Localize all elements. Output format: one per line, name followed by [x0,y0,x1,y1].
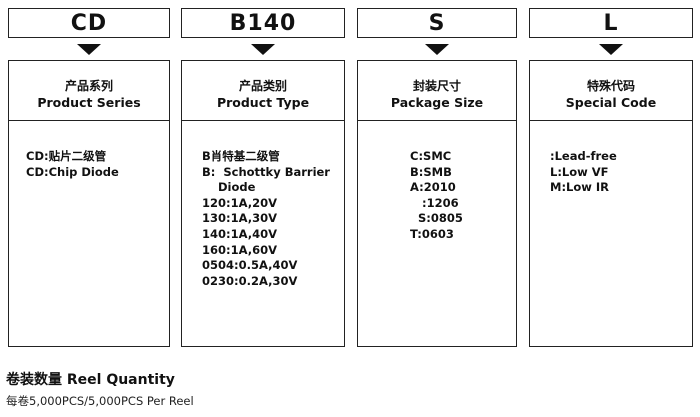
list-item: T:0603 [410,226,454,241]
list-item: C:SMC [410,149,452,163]
down-arrow-icon [425,44,449,55]
panel-title-cn: 产品类别 [238,79,287,93]
code-box: B140 [181,8,345,38]
panel-list: :Lead-free L:Low VF M:Low IR [550,149,617,196]
list-item: CD:贴片二级管 [26,149,107,163]
reel-quantity-title: 卷装数量 Reel Quantity [6,372,175,388]
spec-panel: 封装尺寸 Package Size C:SMC B:SMB A:2010 :12… [357,60,517,347]
panel-title-en: Product Series [37,95,141,110]
down-arrow-icon [599,44,623,55]
list-item: 140:1A,40V [202,226,277,241]
list-item: 120:1A,20V [202,195,277,210]
panel-title-en: Special Code [565,95,657,110]
spec-panel: 特殊代码 Special Code :Lead-free L:Low VF M:… [529,60,693,347]
list-item: B:SMB [410,164,452,179]
code-box: L [529,8,693,38]
panel-title-cn: 产品系列 [64,79,113,93]
list-item: 0230:0.2A,30V [202,273,298,288]
list-item: S:0805 [410,211,463,226]
panel-title-cn: 特殊代码 [586,79,635,93]
list-item: M:Low IR [550,180,610,195]
list-item: :Lead-free [550,149,617,163]
list-item: A:2010 [410,180,456,195]
down-arrow-icon [251,44,275,55]
panel-header: 产品类别 Product Type [182,61,344,121]
panel-title-cn: 封装尺寸 [412,79,461,93]
spec-panel: 产品系列 Product Series CD:贴片二级管 CD:Chip Dio… [8,60,170,347]
code-box: CD [8,8,170,38]
panel-list: CD:贴片二级管 CD:Chip Diode [26,149,119,180]
spec-panel: 产品类别 Product Type B肖特基二级管 B: Schottky Ba… [181,60,345,347]
list-item: :1206 [410,195,459,210]
list-item: CD:Chip Diode [26,164,119,179]
panel-list: B肖特基二级管 B: Schottky Barrier Diode 120:1A… [202,149,330,289]
panel-header: 封装尺寸 Package Size [358,61,516,121]
panel-list: C:SMC B:SMB A:2010 :1206 S:0805 T:0603 [410,149,463,243]
panel-header: 产品系列 Product Series [9,61,169,121]
list-item: 130:1A,30V [202,211,277,226]
list-item: 160:1A,60V [202,242,277,257]
panel-header: 特殊代码 Special Code [530,61,692,121]
panel-title-en: Package Size [390,95,484,110]
list-item: B肖特基二级管 [202,149,280,163]
panel-title-en: Product Type [216,95,310,110]
down-arrow-icon [77,44,101,55]
list-item: L:Low VF [550,164,609,179]
list-item: Diode [202,180,256,195]
reel-quantity-text: 每卷5,000PCS/5,000PCS Per Reel [6,394,194,408]
list-item: B: Schottky Barrier [202,164,330,179]
code-box: S [357,8,517,38]
list-item: 0504:0.5A,40V [202,258,298,273]
